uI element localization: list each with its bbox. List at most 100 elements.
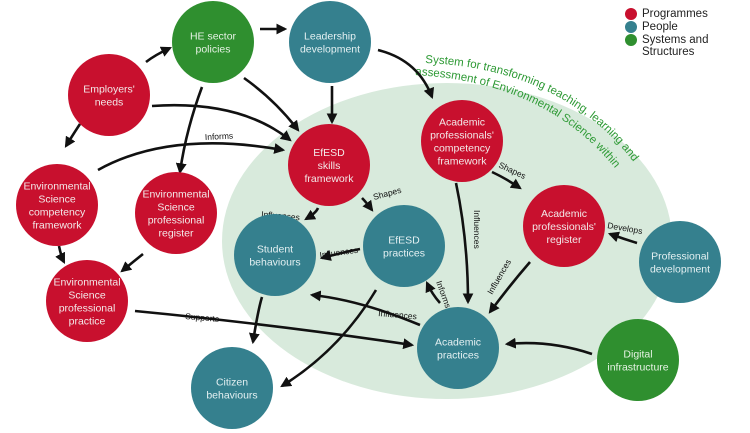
- node-label-line: practice: [69, 316, 106, 328]
- legend-item-systems: Systems and Structures: [625, 34, 742, 58]
- node-label-line: Citizen: [216, 377, 248, 389]
- legend-item-people: People: [625, 21, 742, 33]
- edge-academic-practices-to-student-behaviours: [309, 290, 421, 327]
- node-label-line: Leadership: [304, 31, 356, 43]
- programmes-node-circle: [46, 260, 128, 342]
- edge-employers-to-he-policies: [145, 46, 172, 64]
- node-label-line: Environmental: [142, 189, 209, 201]
- node-label-line: practices: [383, 248, 425, 260]
- node-label-line: competency: [29, 207, 86, 219]
- people-node-circle: [363, 205, 445, 287]
- node-label-line: professionals': [532, 221, 596, 233]
- node-label-line: Professional: [651, 251, 709, 263]
- node-label-line: infrastructure: [607, 362, 668, 374]
- programmes-node-circle: [288, 124, 370, 206]
- edge-efesd-practices-to-citizen-behaviours: [280, 289, 378, 388]
- systems-dot-icon: [625, 34, 637, 46]
- edge-ap-competency-to-ap-register: [491, 170, 522, 190]
- programmes-node-circle: [421, 100, 503, 182]
- node-label-line: Academic: [541, 208, 587, 220]
- node-employers: Employers'needs: [68, 54, 150, 136]
- node-label-line: skills: [318, 160, 341, 172]
- node-label-line: framework: [437, 156, 487, 168]
- node-label-line: policies: [195, 44, 230, 56]
- edge-he-policies-to-efesd-framework: [243, 76, 300, 132]
- node-label-line: Employers': [83, 84, 135, 96]
- edge-employers-to-es-competency: [64, 123, 82, 148]
- programmes-dot-icon: [625, 8, 637, 20]
- programmes-node-circle: [16, 164, 98, 246]
- node-label-line: HE sector: [190, 31, 237, 43]
- programmes-node-circle: [68, 54, 150, 136]
- node-label-line: Science: [38, 194, 76, 206]
- edge-es-competency-to-efesd-framework: [97, 142, 286, 172]
- edge-ap-register-to-academic-practices: [488, 261, 531, 314]
- edges-layer: [55, 23, 638, 388]
- edge-label: Informs: [205, 131, 234, 142]
- legend: Programmes People Systems and Structures: [625, 8, 742, 59]
- node-label-line: register: [546, 234, 582, 246]
- programmes-node-circle: [135, 172, 217, 254]
- edge-label: Influences: [472, 210, 482, 249]
- edge-digital-infra-to-academic-practices: [504, 337, 593, 356]
- edge-label: Supports: [185, 311, 220, 324]
- node-label-line: professionals': [430, 130, 494, 142]
- node-ap-competency: Academicprofessionals'competencyframewor…: [421, 100, 503, 182]
- edge-leadership-to-ap-competency: [377, 48, 435, 100]
- node-label-line: Digital: [623, 349, 652, 361]
- systems-node-circle: [597, 319, 679, 401]
- node-label-line: Science: [157, 202, 195, 214]
- legend-label: People: [642, 21, 678, 33]
- edge-ap-competency-to-academic-practices: [454, 182, 474, 305]
- node-label-line: behaviours: [206, 390, 257, 402]
- node-label-line: Environmental: [23, 181, 90, 193]
- programmes-node-circle: [523, 185, 605, 267]
- node-label-line: professional: [148, 215, 205, 227]
- node-label-line: framework: [32, 220, 82, 232]
- node-label-line: Science: [68, 290, 106, 302]
- edge-he-policies-to-es-register: [175, 86, 204, 175]
- nodes-layer: HE sectorpoliciesLeadershipdevelopmentEm…: [16, 1, 721, 429]
- edge-prof-development-to-ap-register: [607, 231, 638, 245]
- people-node-circle: [417, 307, 499, 389]
- people-node-circle: [234, 214, 316, 296]
- edge-efesd-framework-to-student-behaviours: [304, 207, 320, 221]
- node-label-line: EfESD: [388, 235, 420, 247]
- edge-student-behaviours-to-citizen-behaviours: [248, 296, 264, 345]
- people-node-circle: [289, 1, 371, 83]
- edge-efesd-practices-to-student-behaviours: [319, 247, 361, 261]
- node-label-line: Student: [257, 244, 293, 256]
- node-label-line: development: [650, 264, 710, 276]
- node-label-line: EfESD: [313, 147, 345, 159]
- people-dot-icon: [625, 21, 637, 33]
- node-label-line: needs: [95, 97, 124, 109]
- edge-academic-practices-to-efesd-practices: [425, 281, 441, 304]
- edge-es-competency-to-es-practice: [55, 245, 66, 264]
- node-label-line: development: [300, 44, 360, 56]
- node-label-line: competency: [434, 143, 491, 155]
- node-label-line: framework: [304, 173, 354, 185]
- node-label-line: Environmental: [53, 277, 120, 289]
- legend-label: Programmes: [642, 8, 708, 20]
- edge-label: Influences: [378, 308, 417, 321]
- node-label-line: practices: [437, 350, 479, 362]
- edge-employers-to-efesd-framework: [151, 103, 292, 142]
- node-label-line: professional: [59, 303, 116, 315]
- node-label-line: register: [158, 228, 194, 240]
- systems-node-circle: [172, 1, 254, 83]
- legend-label: Systems and Structures: [642, 34, 709, 58]
- node-label-line: Academic: [435, 337, 481, 349]
- node-label-line: Academic: [439, 117, 485, 129]
- edge-efesd-framework-to-efesd-practices: [361, 197, 374, 212]
- people-node-circle: [639, 221, 721, 303]
